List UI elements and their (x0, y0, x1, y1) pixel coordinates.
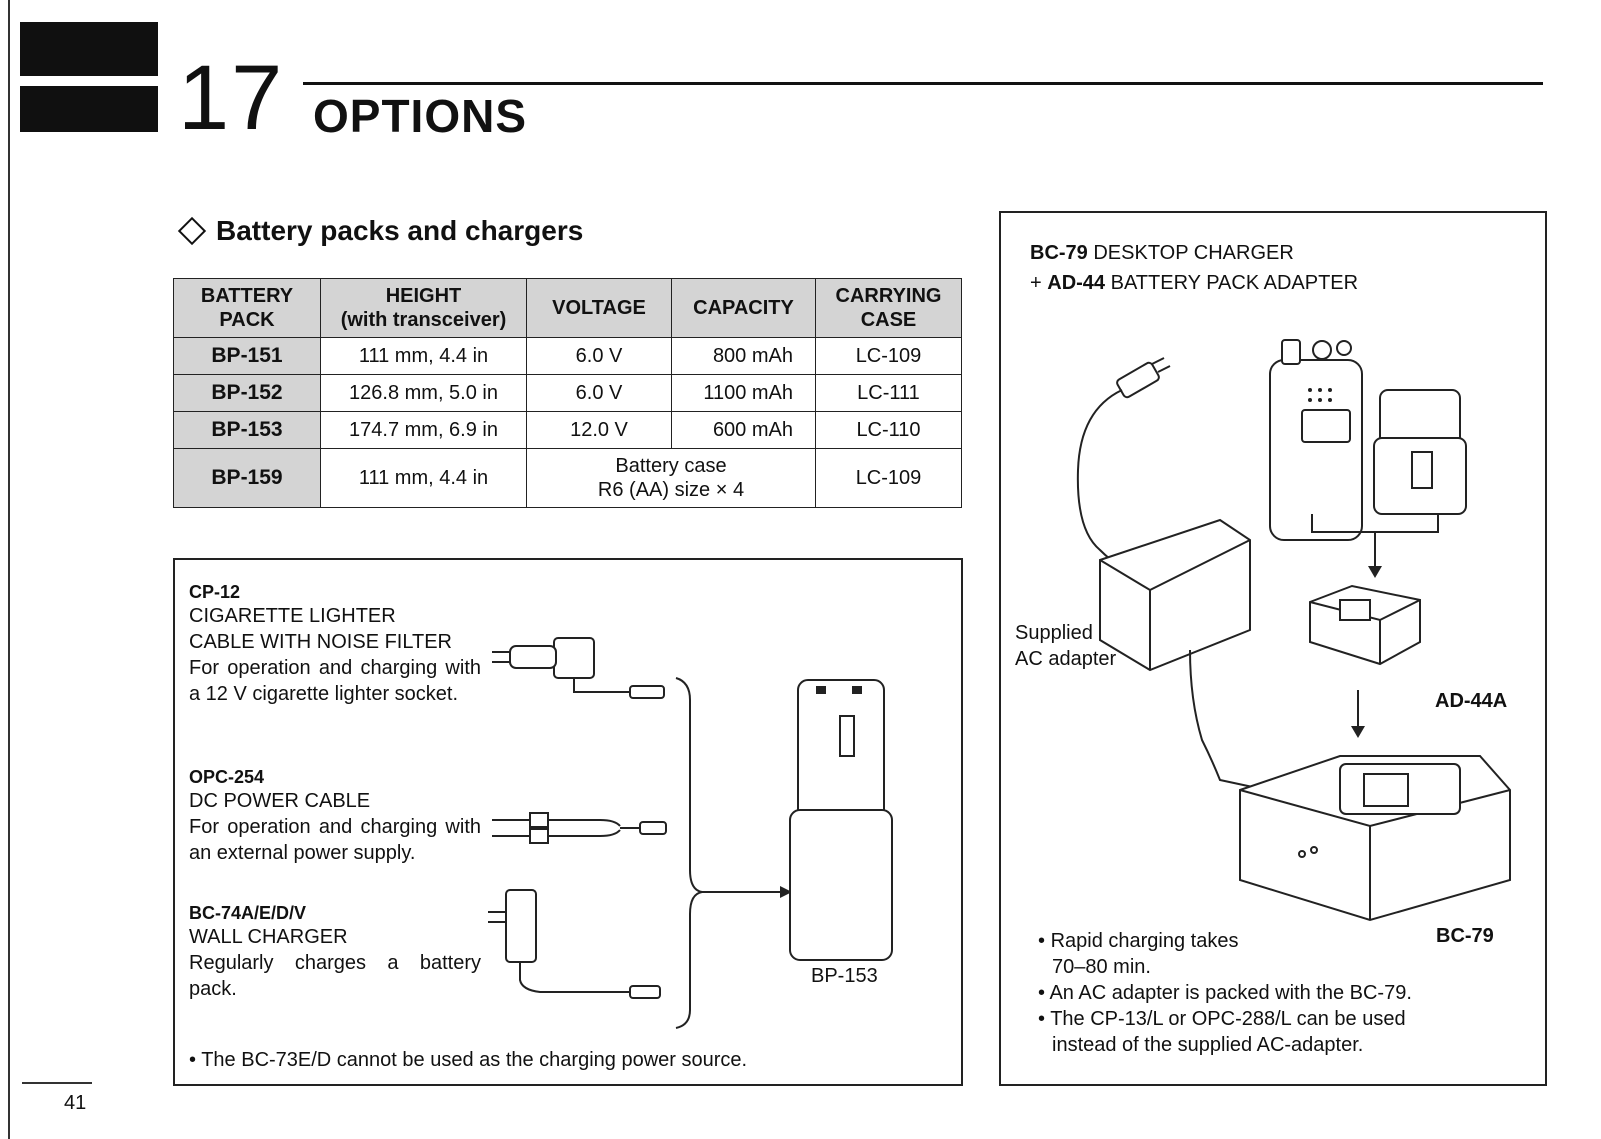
page-number: 41 (64, 1092, 87, 1114)
battery-label: BP-153 (811, 965, 878, 987)
item-description: Regularly charges a battery pack. (189, 952, 481, 1000)
cell-voltage: 6.0 V (526, 337, 672, 375)
cell-capacity: 800 mAh (671, 337, 816, 375)
chapter-tab-marker (20, 22, 158, 76)
note-item: An AC adapter is packed with the BC-79. (1038, 980, 1508, 1006)
ac-adapter-label: Supplied AC adapter (1015, 620, 1116, 672)
cell-pack: BP-159 (173, 448, 321, 508)
chapter-title: OPTIONS (313, 90, 528, 142)
diamond-icon (177, 216, 207, 246)
subtitle-text: BATTERY PACK ADAPTER (1110, 272, 1359, 294)
item-description: For operation and charging with a 12 V c… (189, 657, 481, 705)
dc-cable-icon (492, 812, 667, 844)
cell-capacity: 600 mAh (671, 411, 816, 449)
cell-case: LC-111 (815, 374, 962, 412)
page-edge-line (8, 0, 10, 1139)
ac-adapter-label-line1: Supplied (1015, 622, 1093, 644)
chapter-number: 17 (178, 47, 285, 149)
cell-pack: BP-151 (173, 337, 321, 375)
item-description: For operation and charging with an exter… (189, 816, 481, 864)
battery-adapter-icon (1309, 584, 1421, 666)
item-name: DC POWER CABLE (189, 790, 371, 812)
note-item-cont: 70–80 min. (1052, 956, 1151, 978)
table-row: BP-153 174.7 mm, 6.9 in 12.0 V 600 mAh L… (173, 411, 962, 449)
cell-height: 174.7 mm, 6.9 in (320, 411, 527, 449)
bc74-block: BC-74A/E/D/V WALL CHARGER Regularly char… (189, 903, 481, 1002)
cell-case: LC-110 (815, 411, 962, 449)
cell-height: 126.8 mm, 5.0 in (320, 374, 527, 412)
wall-charger-icon (488, 889, 661, 999)
note-item: The CP-13/L or OPC-288/L can be used (1038, 1006, 1508, 1032)
ac-adapter-label-line2: AC adapter (1015, 648, 1117, 670)
section-heading-text: Battery packs and chargers (216, 215, 584, 246)
cp12-block: CP-12 CIGARETTE LIGHTER CABLE WITH NOISE… (189, 582, 481, 707)
cell-pack: BP-153 (173, 411, 321, 449)
cell-pack: BP-152 (173, 374, 321, 412)
right-box-notes: Rapid charging takes 70–80 min. An AC ad… (1038, 928, 1508, 1058)
cell-case: LC-109 (815, 337, 962, 375)
title-model: BC-79 (1030, 242, 1088, 264)
battery-pack-icon (789, 679, 893, 961)
cell-height: 111 mm, 4.4 in (320, 448, 527, 508)
subtitle-model: AD-44 (1047, 272, 1106, 294)
cell-voltage: 12.0 V (526, 411, 672, 449)
right-box-title: BC-79 DESKTOP CHARGER + AD-44 BATTERY PA… (1030, 238, 1358, 298)
ac-adapter-icon (1099, 518, 1280, 798)
col-header-height: HEIGHT(with transceiver) (320, 278, 527, 338)
note-item-cont: instead of the supplied AC-adapter. (1052, 1034, 1364, 1056)
ac-plug-icon (1076, 357, 1171, 571)
table-row: BP-151 111 mm, 4.4 in 6.0 V 800 mAh LC-1… (173, 337, 962, 375)
col-header-voltage: VOLTAGE (526, 278, 672, 338)
cell-voltage: 6.0 V (526, 374, 672, 412)
item-name-line2: CABLE WITH NOISE FILTER (189, 631, 452, 653)
adapter-label: AD-44A (1435, 690, 1508, 712)
cell-height: 111 mm, 4.4 in (320, 337, 527, 375)
note-item: Rapid charging takes (1038, 928, 1508, 954)
desktop-charger-box (999, 211, 1547, 1086)
section-heading: Battery packs and chargers (177, 215, 584, 247)
item-name: WALL CHARGER (189, 926, 348, 948)
desktop-charger-icon (1239, 755, 1511, 922)
cell-capacity: 1100 mAh (671, 374, 816, 412)
title-rule (303, 82, 1543, 85)
chapter-tab-marker-lower (20, 86, 158, 132)
item-name: CIGARETTE LIGHTER (189, 605, 396, 627)
transceiver-icon (1269, 339, 1363, 541)
accessories-illustration (488, 637, 893, 1029)
col-header-capacity: CAPACITY (671, 278, 816, 338)
footer-rule (22, 1082, 92, 1084)
cell-case: LC-109 (815, 448, 962, 508)
title-text: DESKTOP CHARGER (1093, 242, 1294, 264)
accessories-box (173, 558, 963, 1086)
item-model: BC-74A/E/D/V (189, 903, 307, 923)
battery-pack-icon (1373, 389, 1467, 515)
opc254-block: OPC-254 DC POWER CABLE For operation and… (189, 767, 481, 866)
item-model: CP-12 (189, 582, 241, 602)
cigarette-plug-icon (492, 637, 665, 699)
left-box-note: The BC-73E/D cannot be used as the charg… (189, 1047, 747, 1073)
subtitle-prefix: + (1030, 272, 1042, 294)
item-model: OPC-254 (189, 767, 265, 787)
charger-illustration (1076, 339, 1511, 922)
table-row: BP-152 126.8 mm, 5.0 in 6.0 V 1100 mAh L… (173, 374, 962, 412)
